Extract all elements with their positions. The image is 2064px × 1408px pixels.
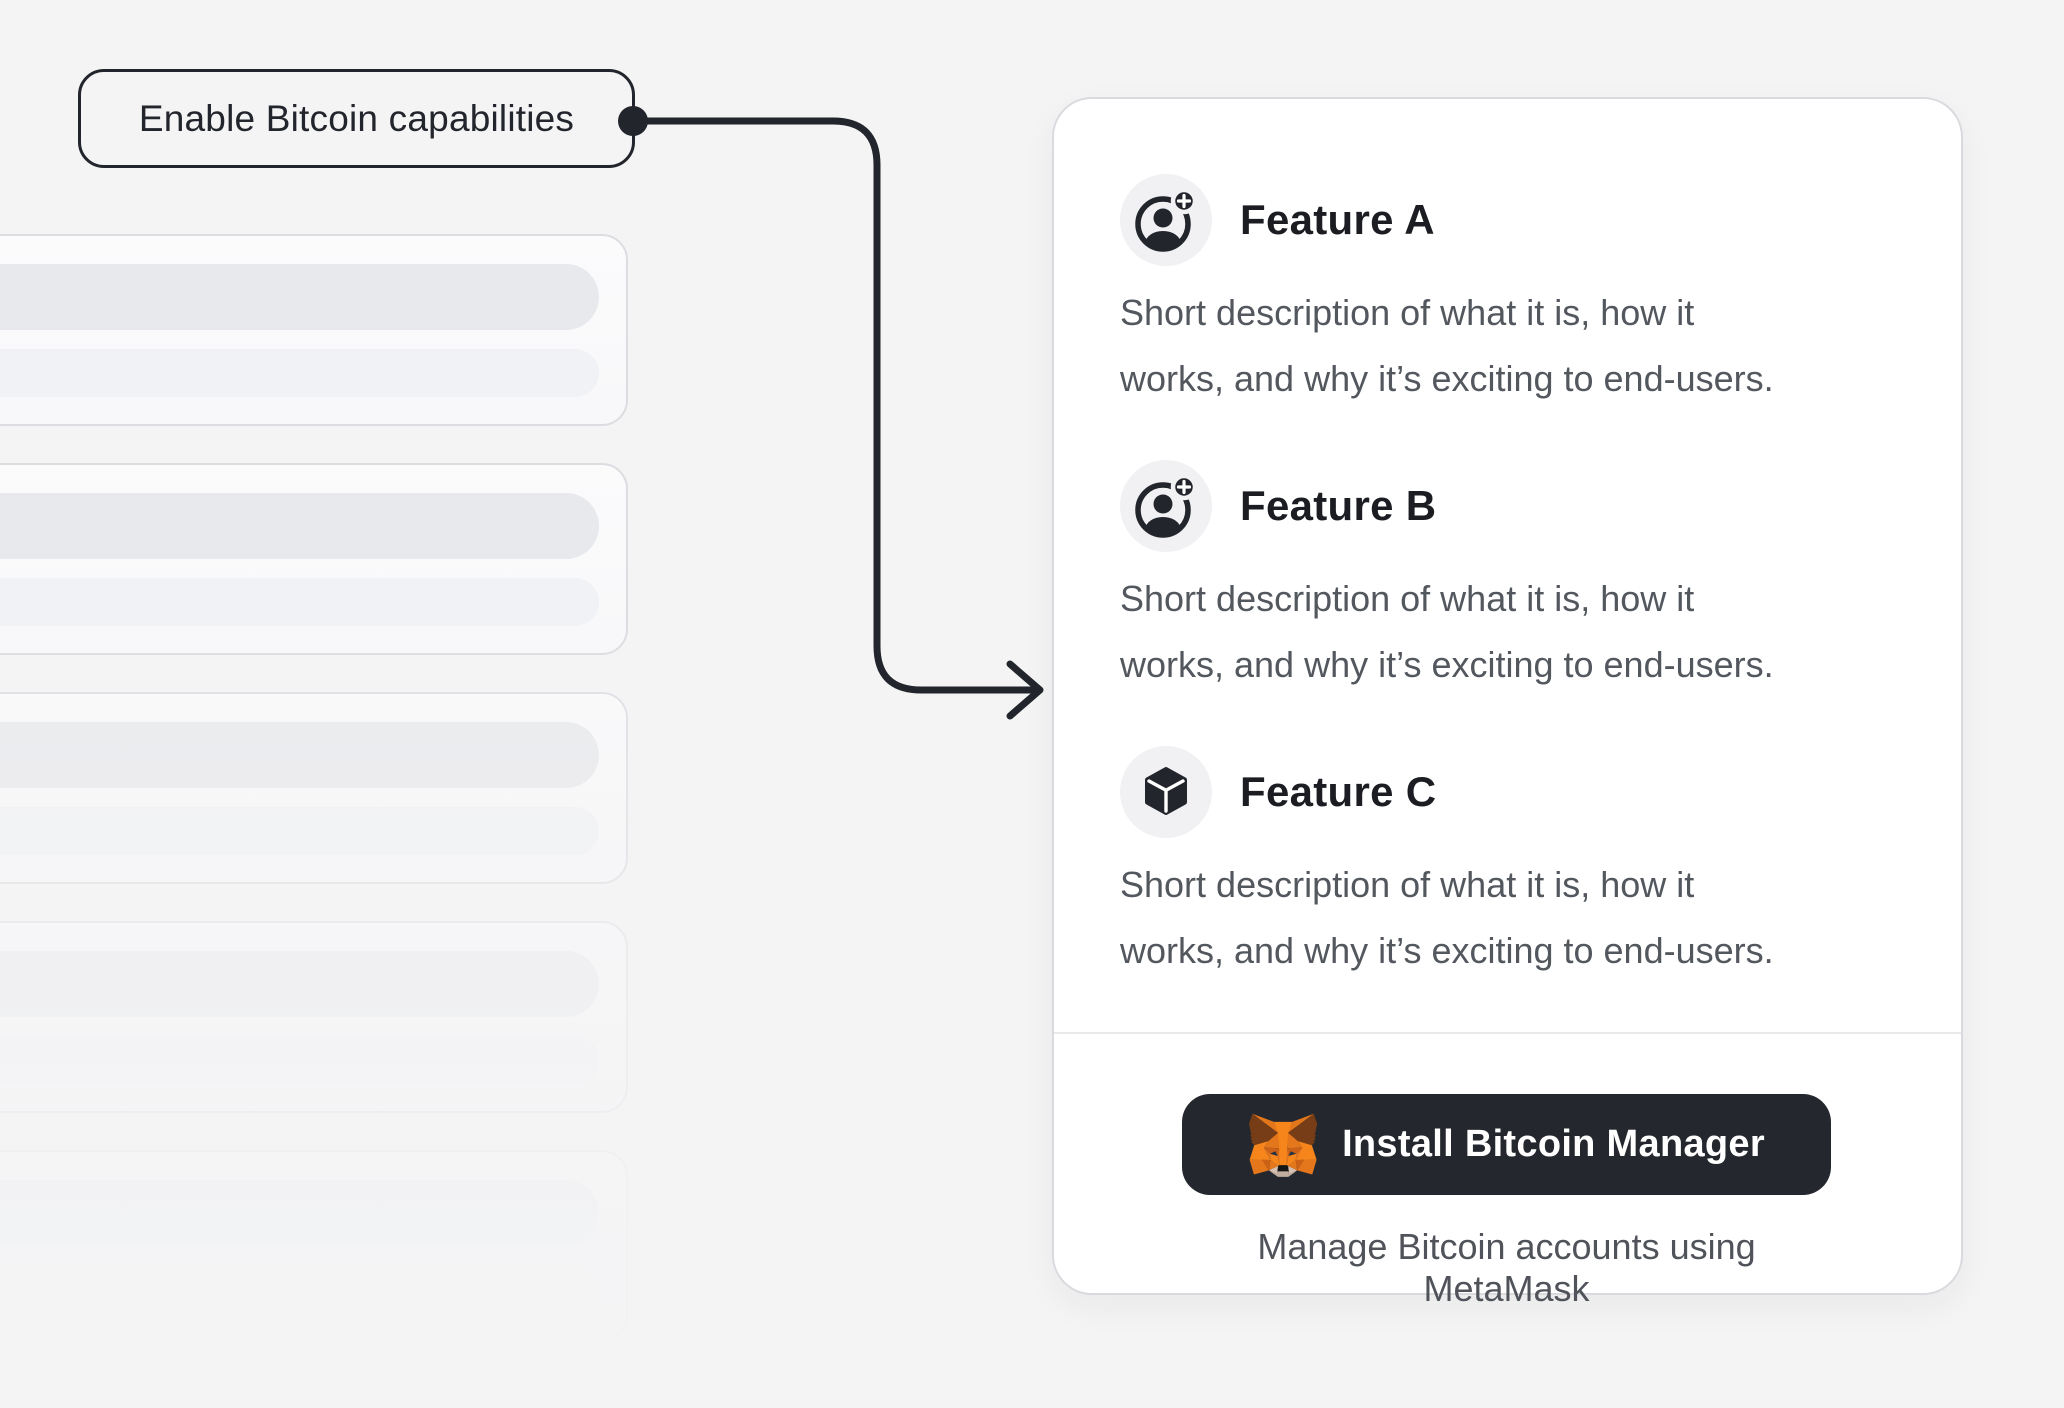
feature-b-description-line1: Short description of what it is, how it — [1120, 578, 1695, 619]
feature-row-c: Feature C Short description of what it i… — [1120, 746, 1893, 984]
skeleton-line — [0, 578, 599, 626]
cta-label: Install Bitcoin Manager — [1342, 1123, 1765, 1165]
skeleton-line — [0, 349, 599, 397]
skeleton-line — [0, 1180, 599, 1246]
skeleton-card — [0, 1150, 628, 1342]
feature-a-description-line2: works, and why it’s exciting to end-user… — [1120, 358, 1774, 399]
skeleton-line — [0, 1036, 599, 1084]
feature-row-a: Feature A Short description of what it i… — [1120, 174, 1893, 412]
skeleton-line — [0, 807, 599, 855]
feature-b-description: Short description of what it is, how it … — [1120, 566, 1893, 698]
annotation-label: Enable Bitcoin capabilities — [78, 69, 635, 168]
skeleton-card — [0, 234, 628, 426]
feature-c-icon-chip — [1120, 746, 1212, 838]
skeleton-card — [0, 692, 628, 884]
skeleton-card — [0, 463, 628, 655]
feature-a-title: Feature A — [1240, 196, 1435, 243]
feature-c-description: Short description of what it is, how it … — [1120, 852, 1893, 984]
skeleton-line — [0, 493, 599, 559]
feature-card: Feature A Short description of what it i… — [1052, 97, 1963, 1309]
account-plus-icon — [1135, 474, 1198, 538]
skeleton-line — [0, 264, 599, 330]
feature-b-description-line2: works, and why it’s exciting to end-user… — [1120, 644, 1774, 685]
feature-row-b: Feature B Short description of what it i… — [1120, 460, 1893, 698]
feature-a-description: Short description of what it is, how it … — [1120, 280, 1893, 412]
cube-icon — [1145, 767, 1187, 815]
feature-c-description-line1: Short description of what it is, how it — [1120, 864, 1695, 905]
feature-b-title: Feature B — [1240, 482, 1437, 529]
feature-b-icon-chip — [1120, 460, 1212, 552]
card-divider — [1054, 1032, 1961, 1034]
cta-caption: Manage Bitcoin accounts using MetaMask — [1257, 1226, 1756, 1309]
account-plus-icon — [1135, 188, 1198, 252]
skeleton-line — [0, 951, 599, 1017]
skeleton-line — [0, 722, 599, 788]
metamask-fox-icon — [1249, 1113, 1318, 1177]
feature-c-description-line2: works, and why it’s exciting to end-user… — [1120, 930, 1774, 971]
skeleton-line — [0, 1265, 599, 1313]
feature-a-description-line1: Short description of what it is, how it — [1120, 292, 1695, 333]
install-bitcoin-manager-button[interactable]: Install Bitcoin Manager — [1182, 1094, 1831, 1195]
card-footer: Install Bitcoin Manager Manage Bitcoin a… — [1120, 1034, 1893, 1310]
feature-a-icon-chip — [1120, 174, 1212, 266]
skeleton-card — [0, 921, 628, 1113]
feature-c-title: Feature C — [1240, 768, 1437, 815]
